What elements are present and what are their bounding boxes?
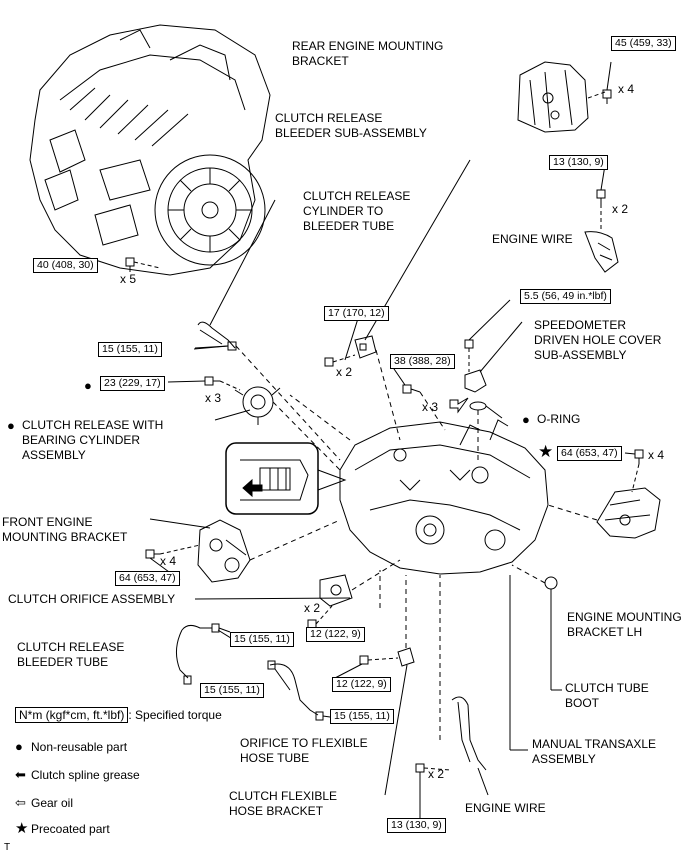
torque-17: 17 (170, 12): [324, 306, 389, 321]
qty-23: x 3: [205, 391, 222, 405]
bolt-64-right-icon: [634, 449, 644, 464]
bracket-bolt-17-icon: [324, 357, 334, 367]
torque-13-bottom: 13 (130, 9): [387, 818, 446, 833]
label-front-engine-mounting-bracket: FRONT ENGINE MOUNTING BRACKET: [2, 515, 128, 544]
label-clutch-release-cylinder-to-bleeder-tube: CLUTCH RELEASE CYLINDER TO BLEEDER TUBE: [303, 189, 411, 233]
legend-non-reusable: ● Non-reusable part: [15, 740, 127, 754]
label-clutch-release-bleeder-sub-assembly: CLUTCH RELEASE BLEEDER SUB-ASSEMBLY: [275, 111, 427, 140]
front-engine-mounting-bracket-icon: [197, 519, 251, 583]
label-speedometer-driven-hole-cover: SPEEDOMETER DRIVEN HOLE COVER SUB-ASSEMB…: [534, 318, 662, 362]
clutch-tube-boot-icon: [544, 576, 558, 590]
qty-64-left: x 4: [160, 554, 177, 568]
qty-64-right: x 4: [648, 448, 665, 462]
torque-45: 45 (459, 33): [611, 36, 676, 51]
torque-12-b: 12 (122, 9): [332, 677, 391, 692]
torque-15-tube2a: 15 (155, 11): [200, 683, 264, 698]
torque-5-5: 5.5 (56, 49 in.*lbf): [520, 289, 611, 304]
bleeder-tube-icon: [197, 321, 237, 351]
non-reusable-icon: ●: [7, 418, 15, 433]
bolt-64-left-icon: [145, 549, 160, 559]
legend-torque-desc: : Specified torque: [128, 708, 222, 722]
qty-17: x 2: [336, 365, 353, 379]
torque-15-bleeder: 15 (155, 11): [98, 342, 162, 357]
torque-40: 40 (408, 30): [33, 258, 98, 273]
legend-precoated: ★Precoated part: [15, 820, 110, 837]
qty-wire-bottom: x 2: [428, 767, 445, 781]
wire-bolt-bottom-icon: [415, 763, 425, 773]
legend-precoated-text: Precoated part: [31, 822, 110, 836]
legend-gear-oil: ⇦ Gear oil: [15, 796, 73, 810]
legend-torque-box: N*m (kgf*cm, ft.*lbf): [15, 707, 129, 723]
manual-transaxle-illustration: [339, 419, 549, 575]
filled-star-icon: ★: [15, 820, 29, 837]
torque-38: 38 (388, 28): [390, 354, 455, 369]
label-clutch-tube-boot: CLUTCH TUBE BOOT: [565, 681, 649, 710]
label-engine-mounting-bracket-lh: ENGINE MOUNTING BRACKET LH: [567, 610, 682, 639]
label-engine-wire-bottom: ENGINE WIRE: [465, 801, 546, 815]
speedometer-cover-icon: [464, 369, 487, 393]
outline-arrow-left-icon: ⇦: [15, 795, 26, 810]
engine-illustration: [29, 24, 271, 276]
label-rear-engine-mounting-bracket: REAR ENGINE MOUNTING BRACKET: [292, 39, 444, 68]
legend-non-reusable-text: Non-reusable part: [31, 740, 128, 754]
wire-bolt-top-icon: [596, 189, 606, 204]
engine-mounting-bracket-lh-icon: [596, 487, 661, 539]
legend-torque: N*m (kgf*cm, ft.*lbf): Specified torque: [15, 707, 222, 723]
label-clutch-flexible-hose-bracket: CLUTCH FLEXIBLE HOSE BRACKET: [229, 789, 338, 818]
qty-38: x 3: [422, 400, 439, 414]
release-bearing-cylinder-icon: [234, 386, 281, 425]
qty-orifice: x 2: [304, 601, 321, 615]
transaxle-bolt-38-icon: [402, 384, 421, 394]
legend-gear-oil-text: Gear oil: [31, 796, 74, 810]
torque-15-tube1: 15 (155, 11): [230, 632, 294, 647]
non-reusable-icon: ●: [522, 412, 530, 427]
footer-mark: T: [4, 842, 11, 853]
cylinder-bolt-icon: [204, 376, 220, 386]
precoated-star-icon: ★: [538, 442, 554, 461]
label-clutch-release-bleeder-tube: CLUTCH RELEASE BLEEDER TUBE: [17, 640, 125, 669]
clutch-release-bleeder-tube-icon: [176, 623, 220, 685]
legend-spline-grease-text: Clutch spline grease: [31, 768, 140, 782]
rear-engine-mounting-bracket-icon: [517, 61, 589, 133]
torque-12-a: 12 (122, 9): [306, 627, 365, 642]
speedometer-bolt-icon: [464, 339, 474, 349]
label-manual-transaxle-assembly: MANUAL TRANSAXLE ASSEMBLY: [532, 737, 657, 766]
label-o-ring: O-RING: [537, 412, 581, 426]
label-orifice-to-flexible-hose-tube: ORIFICE TO FLEXIBLE HOSE TUBE: [240, 736, 368, 765]
orifice-to-flexible-hose-tube-icon: [267, 660, 324, 721]
torque-15-tube2b: 15 (155, 11): [330, 709, 394, 724]
torque-23: 23 (229, 17): [100, 376, 165, 391]
qty-wire-top: x 2: [612, 202, 629, 216]
filled-arrow-left-icon: ⬅: [15, 767, 26, 782]
torque-64-left: 64 (653, 47): [115, 571, 180, 586]
qty-rear-bracket: x 4: [618, 82, 635, 96]
engine-wire-bottom-icon: [451, 696, 487, 771]
filled-circle-icon: ●: [15, 739, 23, 754]
label-clutch-orifice-assembly: CLUTCH ORIFICE ASSEMBLY: [8, 592, 176, 606]
non-reusable-icon: ●: [84, 378, 92, 393]
label-engine-wire-top: ENGINE WIRE: [492, 232, 573, 246]
qty-engine: x 5: [120, 272, 137, 286]
legend-spline-grease: ⬅ Clutch spline grease: [15, 768, 140, 782]
clutch-flexible-hose-bracket-icon: [397, 647, 415, 667]
torque-13-top: 13 (130, 9): [549, 155, 608, 170]
spline-grease-inset: [225, 442, 347, 515]
clutch-orifice-assembly-icon: [319, 574, 353, 607]
engine-wire-top-icon: [584, 231, 619, 273]
label-clutch-release-with-bearing-cylinder: CLUTCH RELEASE WITH BEARING CYLINDER ASS…: [22, 418, 164, 462]
torque-64-right: 64 (653, 47): [557, 446, 622, 461]
hose-bracket-bolt-icon: [359, 655, 369, 665]
